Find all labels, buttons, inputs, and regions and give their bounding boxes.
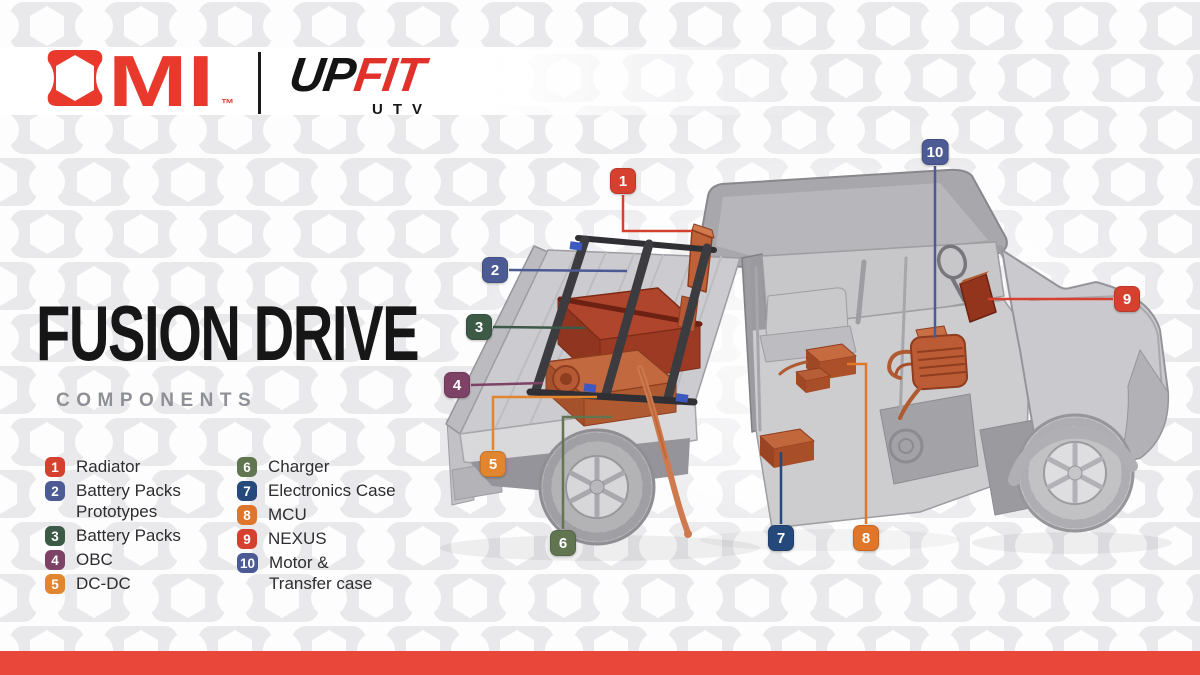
diagram-callout-2: 2 <box>482 257 508 283</box>
omi-trademark: ™ <box>221 96 234 111</box>
callout-line-8 <box>847 362 868 524</box>
upfit-utv-label: UTV <box>372 101 432 118</box>
diagram-callout-10: 10 <box>921 139 949 165</box>
legend-column-2: 6 Charger 7 Electronics Case 8 MCU 9 NEXUS 10 Mot… <box>237 456 447 597</box>
diagram-callout-4: 4 <box>444 372 470 398</box>
legend-badge-6: 6 <box>237 457 257 477</box>
callout-line-2 <box>508 268 628 273</box>
legend-item-9: 9 NEXUS <box>237 528 447 549</box>
diagram-callout-7: 7 <box>768 525 794 551</box>
page-subtitle: COMPONENTS <box>56 390 258 411</box>
legend-item-8: 8 MCU <box>237 504 447 525</box>
legend-item-4: 4 OBC <box>45 549 225 570</box>
diagram-callout-6: 6 <box>550 530 576 556</box>
legend-label-9: NEXUS <box>268 529 327 548</box>
omi-hex-o-icon <box>47 50 103 106</box>
diagram-callout-8: 8 <box>853 525 879 551</box>
diagram-callout-1: 1 <box>610 168 636 194</box>
legend-badge-1: 1 <box>45 457 65 477</box>
legend-badge-4: 4 <box>45 550 65 570</box>
legend-item-10: 10 Motor &Transfer case <box>237 552 447 594</box>
diagram-callout-3: 3 <box>466 314 492 340</box>
callout-line-6 <box>561 415 612 529</box>
legend-label-7: Electronics Case <box>268 481 396 500</box>
legend-label-8: MCU <box>268 505 307 524</box>
diagram-callout-5: 5 <box>480 451 506 477</box>
legend-label-10: Motor &Transfer case <box>269 553 373 593</box>
legend-badge-10: 10 <box>237 553 259 573</box>
legend-label-5: DC-DC <box>76 574 131 593</box>
upfit-logo: UPFIT <box>286 48 427 103</box>
legend-label-6: Charger <box>268 457 330 476</box>
legend-label-3: Battery Packs <box>76 526 181 545</box>
callout-line-1 <box>621 195 692 233</box>
callout-line-3 <box>492 325 586 330</box>
page-title: FUSION DRIVE <box>36 289 420 377</box>
legend-label-1: Radiator <box>76 457 141 476</box>
footer-accent-bar <box>0 651 1200 675</box>
legend-badge-5: 5 <box>45 574 65 594</box>
legend-badge-8: 8 <box>237 505 257 525</box>
legend-item-5: 5 DC-DC <box>45 573 225 594</box>
legend-badge-2: 2 <box>45 481 65 501</box>
upfit-fit: FIT <box>350 49 428 102</box>
legend-item-3: 3 Battery Packs <box>45 525 225 546</box>
upfit-up: UP <box>286 49 359 102</box>
legend-item-6: 6 Charger <box>237 456 447 477</box>
legend-badge-7: 7 <box>237 481 257 501</box>
legend-item-7: 7 Electronics Case <box>237 480 447 501</box>
omi-logo: MI ™ <box>47 46 234 118</box>
legend-item-1: 1 Radiator <box>45 456 225 477</box>
callout-line-4 <box>470 381 544 387</box>
diagram-callout-9: 9 <box>1114 286 1140 312</box>
callout-line-5 <box>491 395 597 450</box>
legend-badge-3: 3 <box>45 526 65 546</box>
omi-letters: MI <box>108 46 214 118</box>
legend-badge-9: 9 <box>237 529 257 549</box>
legend-label-4: OBC <box>76 550 113 569</box>
logo-divider <box>258 52 261 114</box>
